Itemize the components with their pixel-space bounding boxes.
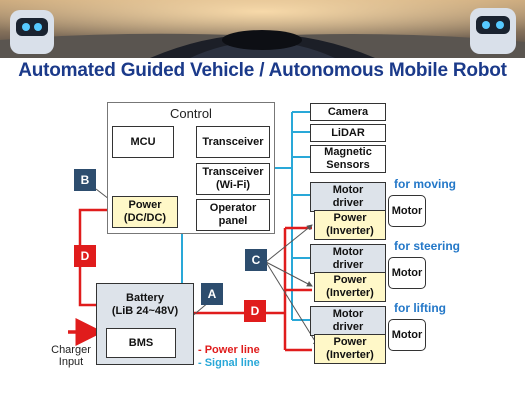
tag-c: C: [245, 249, 267, 271]
caption-lifting: for lifting: [394, 301, 446, 315]
power-inverter-lifting: Power (Inverter): [314, 334, 386, 364]
charger-label: Charger: [51, 344, 91, 356]
mcu-box: MCU: [112, 126, 174, 158]
operator-panel-sublabel: panel: [218, 215, 248, 227]
charger-sublabel: Input: [58, 356, 84, 368]
motor-label: Motor: [391, 266, 423, 279]
power-inverter-label: Power: [333, 274, 367, 286]
operator-panel-box: Operator panel: [196, 199, 270, 231]
power-inverter-sublabel: (Inverter): [326, 349, 374, 361]
camera-box: Camera: [310, 103, 386, 121]
motor-driver-moving: Motor driver: [310, 182, 386, 212]
motor-driver-sublabel: driver: [332, 259, 364, 271]
bms-label: BMS: [128, 336, 154, 349]
power-inverter-label: Power: [333, 212, 367, 224]
tag-a: A: [201, 283, 223, 305]
caption-steering: for steering: [394, 239, 461, 253]
motor-driver-label: Motor: [332, 246, 364, 258]
tag-d-right: D: [244, 300, 266, 322]
transceiver-wifi-sublabel: (Wi-Fi): [215, 179, 251, 191]
magnetic-sensors-label: Magnetic: [324, 146, 372, 158]
lidar-box: LiDAR: [310, 124, 386, 142]
mcu-label: MCU: [130, 135, 156, 148]
motor-steering: Motor: [388, 257, 426, 289]
motor-driver-sublabel: driver: [332, 197, 364, 209]
power-dcdc-box: Power (DC/DC): [112, 196, 178, 228]
legend-power-line: - Power line: [198, 344, 260, 356]
power-inverter-sublabel: (Inverter): [326, 287, 374, 299]
power-inverter-label: Power: [333, 336, 367, 348]
transceiver-wifi-label: Transceiver: [202, 166, 264, 178]
battery-sublabel: (LiB 24~48V): [111, 305, 179, 317]
power-dcdc-sublabel: (DC/DC): [123, 212, 167, 224]
motor-driver-sublabel: driver: [332, 321, 364, 333]
tag-d-left: D: [74, 245, 96, 267]
transceiver-box: Transceiver: [196, 126, 270, 158]
power-dcdc-label: Power: [128, 199, 162, 211]
caption-moving: for moving: [394, 177, 456, 191]
battery-label: Battery: [126, 292, 164, 304]
motor-driver-lifting: Motor driver: [310, 306, 386, 336]
motor-lifting: Motor: [388, 319, 426, 351]
power-inverter-moving: Power (Inverter): [314, 210, 386, 240]
magnetic-sensors-box: Magnetic Sensors: [310, 145, 386, 173]
camera-label: Camera: [327, 105, 369, 118]
tag-b: B: [74, 169, 96, 191]
page-title: Automated Guided Vehicle / Autonomous Mo…: [18, 60, 507, 81]
control-label: Control: [170, 106, 212, 121]
motor-moving: Motor: [388, 195, 426, 227]
power-inverter-steering: Power (Inverter): [314, 272, 386, 302]
lidar-label: LiDAR: [331, 126, 365, 139]
bms-box: BMS: [106, 328, 176, 358]
power-inverter-sublabel: (Inverter): [326, 225, 374, 237]
operator-panel-label: Operator: [209, 202, 257, 214]
transceiver-wifi-box: Transceiver (Wi-Fi): [196, 163, 270, 195]
header-banner-image: [0, 0, 525, 58]
motor-driver-label: Motor: [332, 184, 364, 196]
transceiver-label: Transceiver: [202, 135, 264, 148]
legend-signal-line: - Signal line: [198, 357, 260, 369]
motor-label: Motor: [391, 328, 423, 341]
motor-driver-steering: Motor driver: [310, 244, 386, 274]
charger-input-label: Charger Input: [46, 344, 96, 368]
motor-label: Motor: [391, 204, 423, 217]
magnetic-sensors-sublabel: Sensors: [326, 159, 370, 171]
motor-driver-label: Motor: [332, 308, 364, 320]
